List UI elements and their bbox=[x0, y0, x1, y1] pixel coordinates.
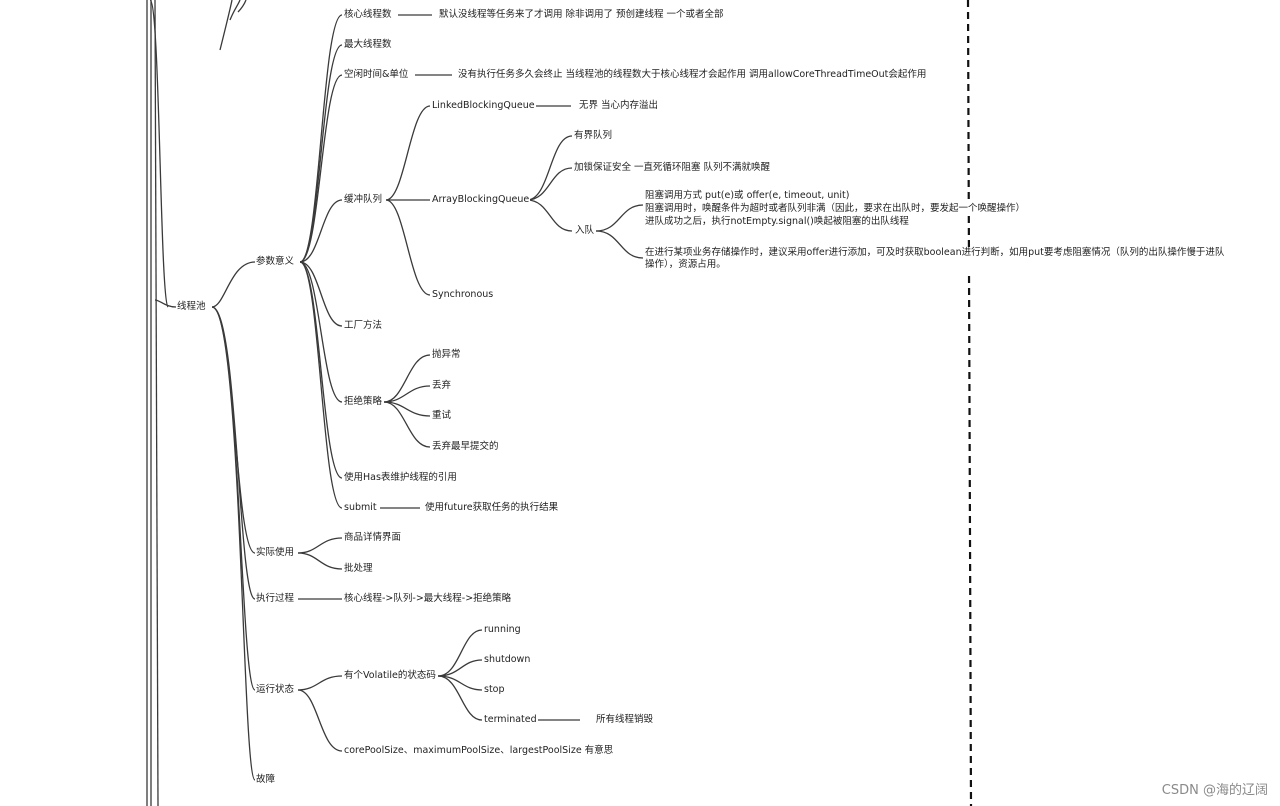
trunk-top-branch bbox=[149, 0, 169, 308]
node-state[interactable]: 运行状态 bbox=[255, 684, 296, 696]
edge-root-fault bbox=[211, 306, 256, 781]
node-submit[interactable]: submit bbox=[343, 502, 378, 514]
node-synchronous[interactable]: Synchronous bbox=[431, 289, 495, 301]
node-enqueue[interactable]: 入队 bbox=[574, 225, 596, 237]
node-buffer-queue[interactable]: 缓冲队列 bbox=[343, 194, 384, 206]
node-bounded-queue[interactable]: 有界队列 bbox=[573, 130, 614, 142]
note-submit: 使用future获取任务的执行结果 bbox=[424, 502, 560, 514]
node-reject[interactable]: 拒绝策略 bbox=[343, 396, 384, 408]
node-idle-time[interactable]: 空闲时间&单位 bbox=[343, 69, 410, 81]
note-enqueue-3: 进队成功之后，执行notEmpty.signal()唤起被阻塞的出队线程 bbox=[644, 216, 910, 228]
node-reject-item[interactable]: 丢弃最早提交的 bbox=[431, 441, 500, 453]
note-enqueue-1: 阻塞调用方式 put(e)或 offer(e, timeout, unit) bbox=[644, 190, 851, 202]
node-usage[interactable]: 实际使用 bbox=[255, 547, 296, 559]
node-usage-item[interactable]: 批处理 bbox=[343, 563, 374, 575]
node-process-flow[interactable]: 核心线程->队列->最大线程->拒绝策略 bbox=[343, 593, 513, 605]
node-array-queue[interactable]: ArrayBlockingQueue bbox=[431, 194, 531, 206]
note-linked-queue: 无界 当心内存溢出 bbox=[578, 100, 660, 112]
node-reject-item[interactable]: 抛异常 bbox=[431, 349, 462, 361]
root-node[interactable]: 线程池 bbox=[176, 301, 207, 313]
node-hash[interactable]: 使用Has表维护线程的引用 bbox=[343, 472, 458, 484]
node-linked-queue[interactable]: LinkedBlockingQueue bbox=[431, 100, 536, 112]
note-terminated: 所有线程销毁 bbox=[595, 714, 655, 726]
node-max-threads[interactable]: 最大线程数 bbox=[343, 39, 393, 51]
node-fault[interactable]: 故障 bbox=[255, 774, 277, 786]
node-core-threads[interactable]: 核心线程数 bbox=[343, 9, 393, 21]
trunk-line bbox=[154, 0, 159, 806]
node-state-item[interactable]: shutdown bbox=[483, 654, 532, 666]
node-factory[interactable]: 工厂方法 bbox=[343, 320, 384, 332]
node-params[interactable]: 参数意义 bbox=[255, 256, 296, 268]
note-enqueue-4: 在进行某项业务存储操作时，建议采用offer进行添加，可及时获取boolean进… bbox=[644, 247, 1234, 271]
node-state-item[interactable]: stop bbox=[483, 684, 506, 696]
edge-root-state bbox=[211, 306, 256, 691]
trunk-top-branch bbox=[237, 0, 247, 13]
note-enqueue-2: 阻塞调用时，唤醒条件为超时或者队列非满（因此，要求在出队时，要发起一个唤醒操作） bbox=[644, 203, 1027, 215]
dashed-separator bbox=[966, 0, 973, 806]
node-reject-item[interactable]: 重试 bbox=[431, 410, 453, 422]
trunk-top-branch bbox=[229, 0, 241, 21]
node-state-item[interactable]: terminated bbox=[483, 714, 538, 726]
node-pool-size[interactable]: corePoolSize、maximumPoolSize、largestPool… bbox=[343, 745, 615, 757]
note-core-threads: 默认没线程等任务来了才调用 除非调用了 预创建线程 一个或者全部 bbox=[438, 9, 725, 21]
node-volatile[interactable]: 有个Volatile的状态码 bbox=[343, 670, 437, 682]
note-idle-time: 没有执行任务多久会终止 当线程池的线程数大于核心线程才会起作用 调用allowC… bbox=[457, 69, 928, 81]
edge-root-process bbox=[211, 306, 256, 600]
node-reject-item[interactable]: 丢弃 bbox=[431, 380, 453, 392]
node-usage-item[interactable]: 商品详情界面 bbox=[343, 532, 403, 544]
csdn-watermark: CSDN @海的辽阔 bbox=[1161, 783, 1268, 798]
node-process[interactable]: 执行过程 bbox=[255, 593, 296, 605]
edge-root-params bbox=[211, 261, 256, 308]
node-lock-safe[interactable]: 加锁保证安全 一直死循环阻塞 队列不满就唤醒 bbox=[573, 162, 772, 174]
node-state-item[interactable]: running bbox=[483, 624, 522, 636]
trunk-branch bbox=[154, 299, 177, 308]
trunk-top-branch bbox=[219, 0, 233, 51]
